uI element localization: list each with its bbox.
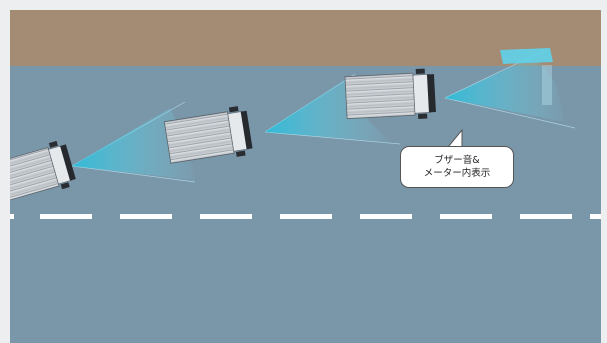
sensor-beam-icon xyxy=(445,56,565,122)
truck-icon xyxy=(163,106,253,164)
warning-callout: ブザー音& メーター内表示 xyxy=(400,146,514,188)
callout-line-1: ブザー音& xyxy=(434,155,480,166)
roadside-obstacle-icon xyxy=(500,48,553,105)
sensor-beam-icon xyxy=(72,108,195,180)
illustration-frame: ブザー音& メーター内表示 xyxy=(10,10,601,343)
sensor-beam-icon xyxy=(265,80,390,142)
truck-icon xyxy=(10,140,76,203)
callout-line-2: メーター内表示 xyxy=(423,168,491,179)
truck-icon xyxy=(344,68,436,120)
road-scene xyxy=(10,48,601,219)
lane-marking xyxy=(10,214,601,219)
callout-pointer xyxy=(446,128,463,148)
